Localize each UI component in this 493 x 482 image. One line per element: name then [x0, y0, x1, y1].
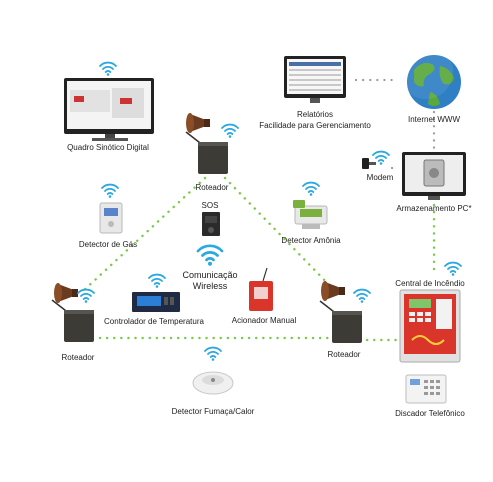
comunicacao-line-2: Wireless [193, 281, 228, 291]
controlador-temperatura: Controlador de Temperatura [104, 273, 205, 326]
acionador-label: Acionador Manual [232, 316, 297, 325]
roteador-right: Roteador [319, 281, 371, 359]
wifi-icon [101, 183, 119, 199]
modem: Modem [362, 150, 394, 182]
link-top-right [223, 176, 340, 296]
armazenamento-label: Armazenamento PC* [396, 204, 471, 213]
quadro-sinotico-monitor: Quadro Sinótico Digital [64, 61, 154, 152]
siren-horn-icon [321, 281, 345, 301]
sos-button-device: SOS [202, 201, 220, 236]
router-icon [185, 131, 229, 175]
wifi-icon [148, 273, 166, 289]
sos-label: SOS [202, 201, 219, 210]
wifi-icon [221, 123, 239, 139]
detector-amonia-label: Detector Amônia [281, 236, 341, 245]
link-lines [80, 176, 436, 342]
controlador-label: Controlador de Temperatura [104, 317, 204, 326]
roteador-left: Roteador [51, 283, 95, 362]
internet-globe: Internet WWW [399, 45, 461, 124]
wifi-icon [353, 288, 371, 304]
wifi-icon [204, 346, 222, 362]
gray-links [354, 78, 436, 170]
relatorios-title: Relatórios [297, 110, 333, 119]
siren-horn-icon [54, 283, 78, 303]
siren-horn-icon [186, 113, 210, 133]
roteador-top: Roteador [185, 113, 239, 192]
detector-fumaca-calor: Detector Fumaça/Calor [172, 346, 255, 416]
central-incendio: Central de Incêndio [395, 261, 465, 363]
internet-label: Internet WWW [408, 115, 460, 124]
link-top-left [80, 176, 207, 294]
detector-amonia: Detector Amônia [281, 181, 341, 245]
armazenamento-pc: Armazenamento PC* [396, 152, 472, 213]
detector-gas: Detector de Gás [79, 183, 137, 249]
relatorios-subtitle: Facilidade para Gerenciamento [259, 121, 371, 130]
comunicacao-line-1: Comunicação [182, 270, 237, 280]
wifi-icon [302, 181, 320, 197]
detector-fumaca-label: Detector Fumaça/Calor [172, 407, 255, 416]
wifi-icon [99, 61, 117, 77]
relatorios-monitor: Relatórios Facilidade para Gerenciamento [259, 56, 371, 130]
wifi-icon [77, 288, 95, 304]
quadro-label: Quadro Sinótico Digital [67, 143, 149, 152]
wifi-icon [444, 261, 462, 277]
central-label: Central de Incêndio [395, 279, 465, 288]
acionador-manual: Acionador Manual [232, 267, 297, 325]
detector-gas-label: Detector de Gás [79, 240, 137, 249]
roteador-right-label: Roteador [328, 350, 361, 359]
router-icon [319, 300, 363, 344]
roteador-left-label: Roteador [62, 353, 95, 362]
comunicacao-wireless: Comunicação Wireless [182, 244, 238, 291]
modem-label: Modem [367, 173, 394, 182]
discador-label: Discador Telefônico [395, 409, 465, 418]
router-icon [51, 299, 95, 343]
roteador-top-label: Roteador [196, 183, 229, 192]
wifi-icon [196, 244, 224, 268]
discador-telefonico: Discador Telefônico [395, 374, 465, 418]
